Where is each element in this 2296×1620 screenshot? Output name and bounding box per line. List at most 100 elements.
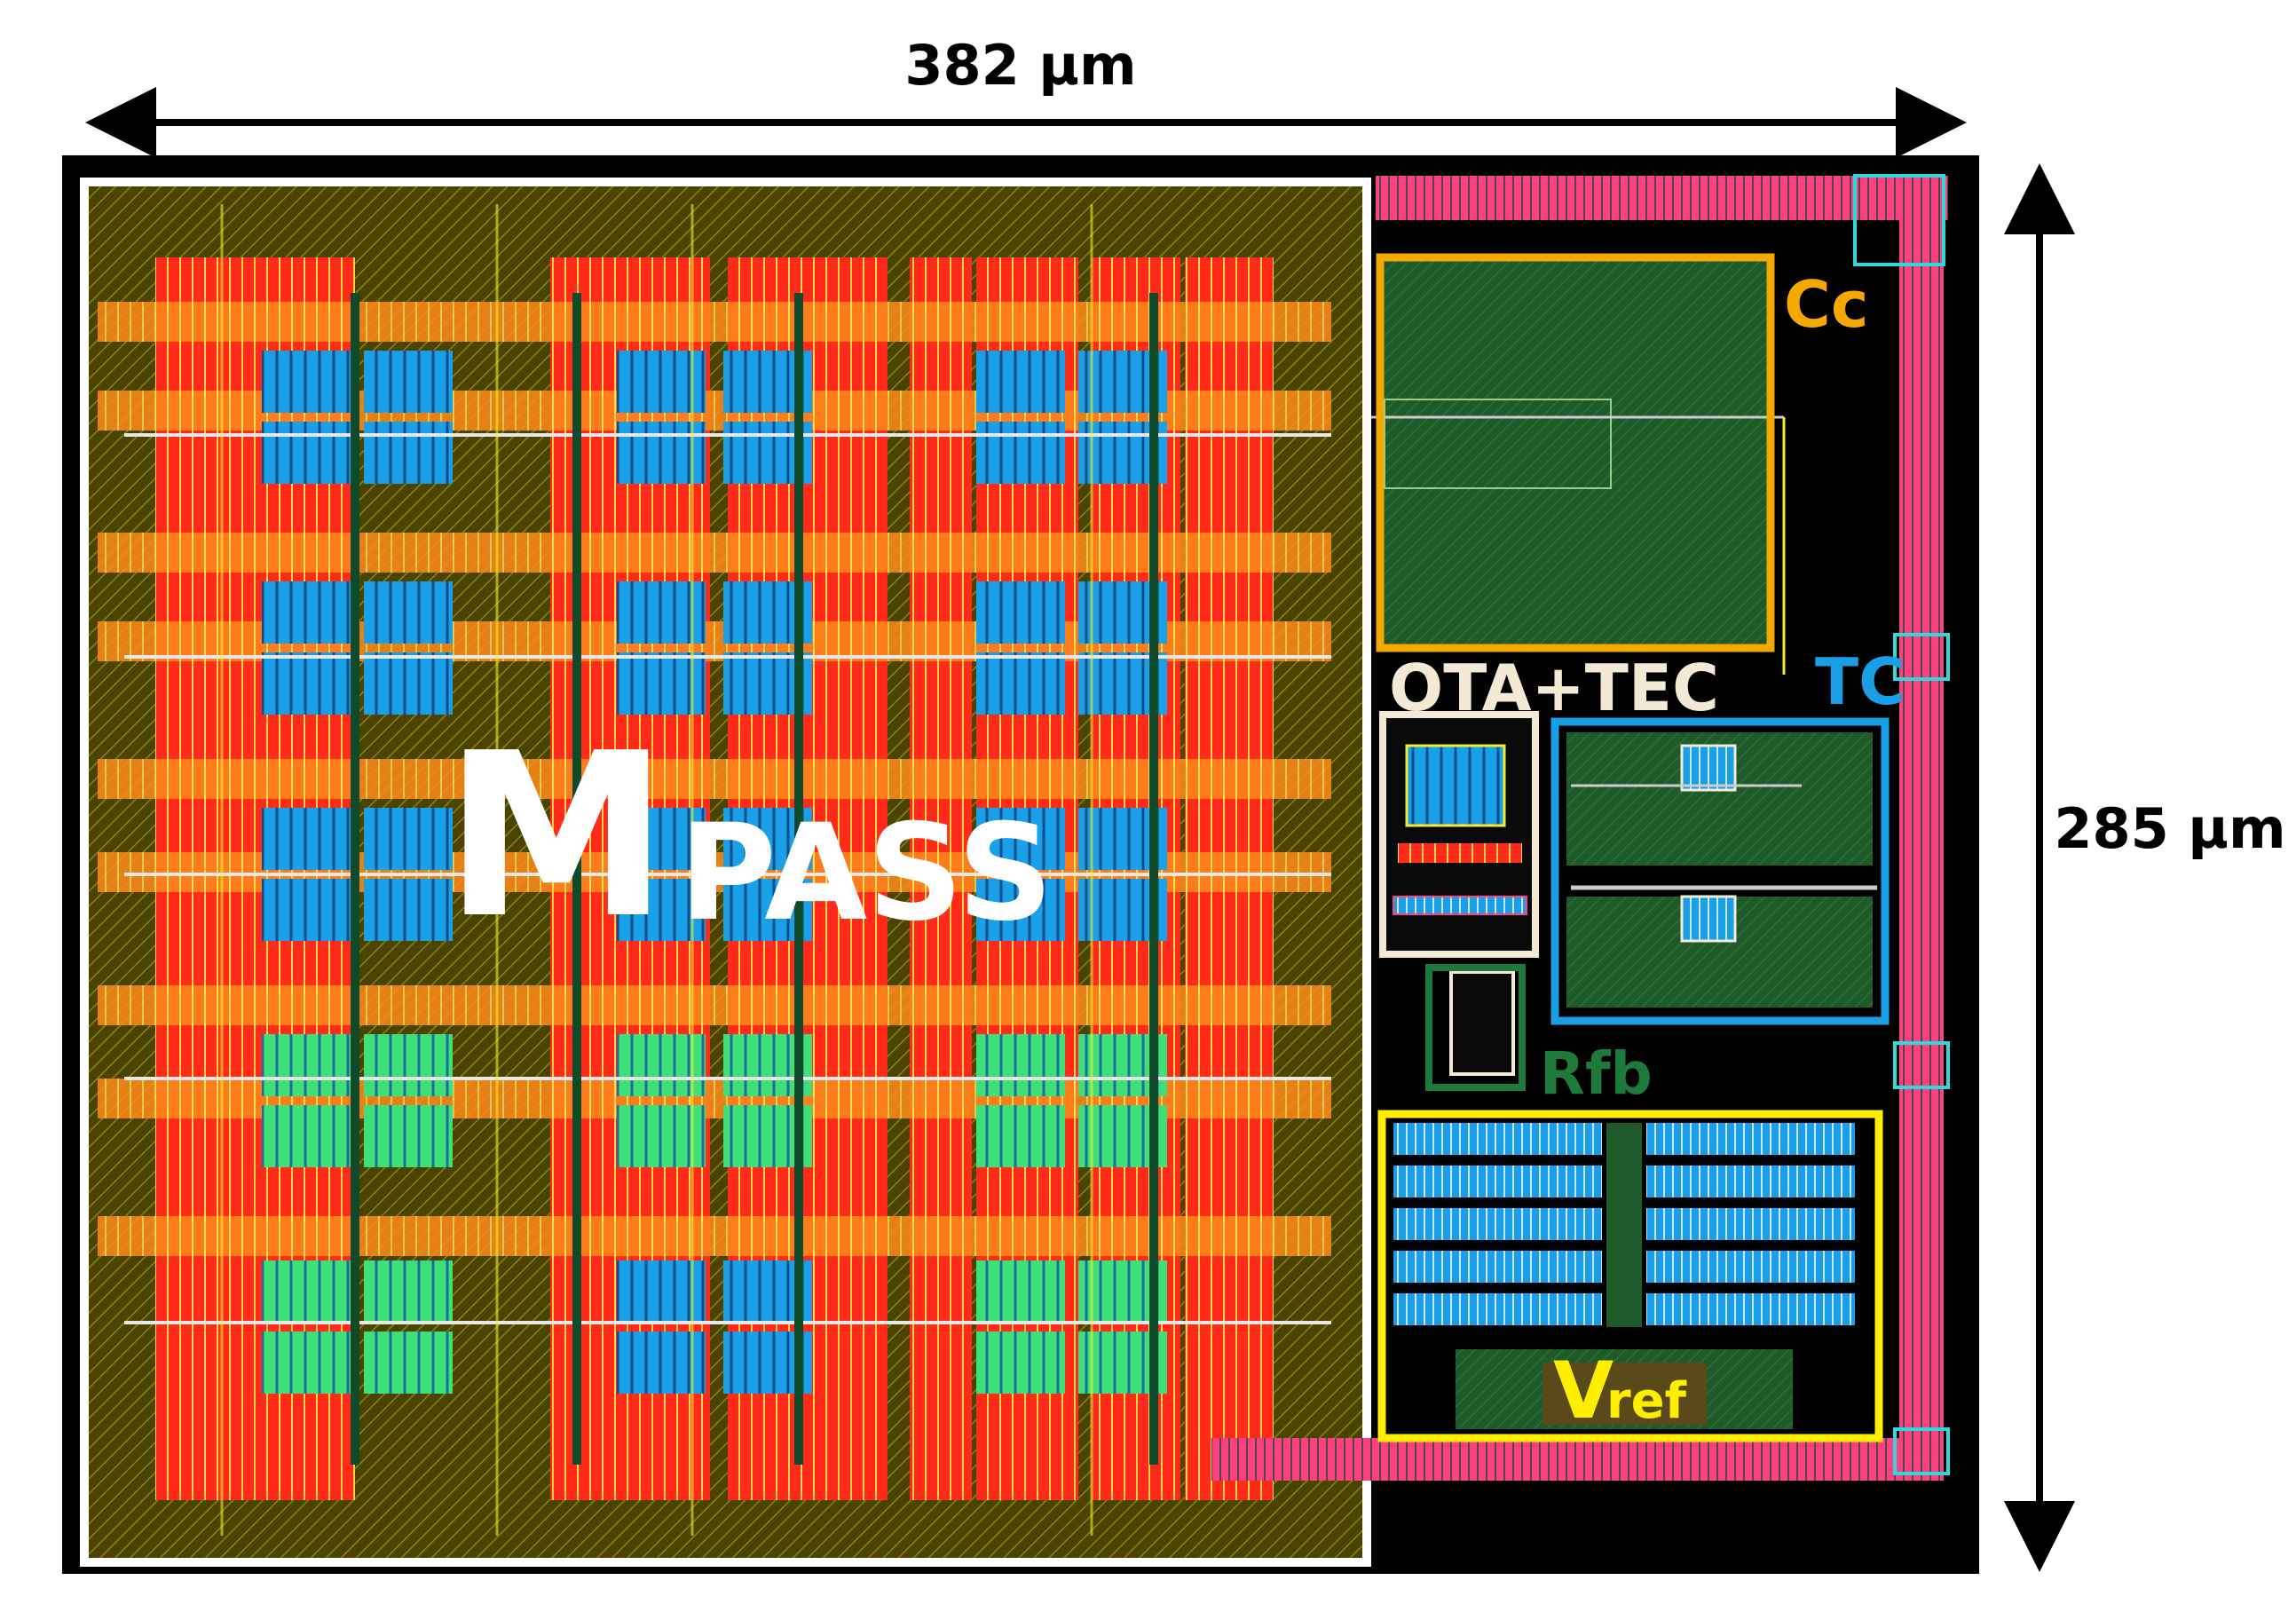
guard-ring-corner: [1853, 174, 1945, 266]
mpass-finger-block: [617, 422, 706, 484]
mpass-finger-block: [976, 351, 1065, 413]
tc-label: TC: [1815, 644, 1905, 719]
vref-label-main: V: [1553, 1345, 1614, 1436]
mpass-metal-band: [98, 533, 1331, 573]
mpass-finger-block: [976, 422, 1065, 484]
ota-tec-device: [1405, 744, 1506, 827]
vref-resistor-row: [1646, 1293, 1855, 1325]
mpass-finger-block: [976, 1260, 1065, 1323]
mpass-finger-block: [262, 422, 351, 484]
mpass-metal-band: [98, 759, 1331, 799]
mpass-finger-block: [364, 652, 453, 715]
mpass-finger-block: [617, 351, 706, 413]
guard-ring-tap: [1893, 1041, 1950, 1089]
cc-outline: [1376, 253, 1775, 652]
mpass-finger-block: [976, 1105, 1065, 1167]
mpass-outline: [80, 178, 1371, 1567]
height-dimension: 285 µm: [2004, 163, 2286, 1572]
mpass-finger-block: [364, 351, 453, 413]
vref-core: [1543, 1363, 1707, 1425]
cc-capacitor: [1380, 257, 1771, 648]
mpass-finger-block: [262, 1260, 351, 1323]
ota-tec-device: [1398, 843, 1522, 863]
vref-resistor-row: [1393, 1208, 1602, 1240]
mpass-finger-block: [364, 1332, 453, 1394]
ota-tec-device: [1393, 896, 1527, 915]
mpass-finger-block: [976, 1034, 1065, 1096]
mpass-finger-block: [262, 1105, 351, 1167]
mpass-finger-block: [617, 1034, 706, 1096]
height-label: 285 µm: [2054, 796, 2285, 861]
vref-resistor-row: [1646, 1123, 1855, 1155]
mpass-finger-block: [976, 581, 1065, 644]
rfb-resistor: [1449, 970, 1515, 1076]
ota-tec-outline: [1379, 711, 1539, 958]
rfb-label: Rfb: [1540, 1039, 1653, 1108]
guard-ring-tap: [1893, 633, 1950, 681]
mpass-label-main: M: [444, 705, 669, 968]
mpass-finger-block: [976, 879, 1065, 941]
rfb-block: Rfb: [1425, 964, 1653, 1108]
tc-block: TC: [1550, 644, 1905, 1025]
mpass-finger-block: [976, 1332, 1065, 1394]
mpass-finger-block: [364, 422, 453, 484]
mpass-finger-block: [617, 1105, 706, 1167]
mpass-finger-block: [617, 581, 706, 644]
mpass-finger-block: [364, 879, 453, 941]
tc-device: [1680, 744, 1737, 792]
mpass-finger-block: [976, 652, 1065, 715]
width-label: 382 µm: [904, 33, 1136, 98]
ota-tec-label: OTA+TEC: [1389, 651, 1719, 725]
mpass-finger-block: [976, 808, 1065, 870]
mpass-finger-block: [617, 1332, 706, 1394]
vref-resistor-row: [1646, 1208, 1855, 1240]
tc-device: [1680, 895, 1737, 943]
rfb-outline: [1425, 964, 1526, 1091]
guard-ring-bottom: [1211, 1438, 1944, 1481]
mpass-finger-block: [617, 652, 706, 715]
cc-block: Cc: [1371, 253, 1869, 675]
vref-resistor-row: [1646, 1251, 1855, 1283]
mpass-metal-band: [98, 302, 1331, 342]
mpass-transistor-fingers: [262, 351, 1167, 1394]
mpass-finger-block: [262, 879, 351, 941]
mpass-finger-block: [617, 1260, 706, 1323]
mpass-finger-block: [364, 1034, 453, 1096]
mpass-finger-block: [364, 1260, 453, 1323]
mpass-block: M PASS: [80, 178, 1371, 1567]
mpass-finger-block: [262, 652, 351, 715]
ota-tec-block: OTA+TEC: [1379, 651, 1719, 958]
vref-resistor-row: [1646, 1166, 1855, 1197]
guard-ring-top: [1376, 176, 1948, 220]
mpass-finger-block: [262, 1332, 351, 1394]
vref-resistor-row: [1393, 1123, 1602, 1155]
mpass-finger-block: [617, 808, 706, 870]
mpass-finger-block: [262, 351, 351, 413]
mpass-finger-block: [262, 808, 351, 870]
cc-inner-plate: [1384, 399, 1612, 489]
width-dimension: 382 µm: [85, 33, 1967, 158]
mpass-finger-block: [364, 581, 453, 644]
vref-center-strap: [1606, 1123, 1642, 1327]
guard-ring-tap: [1893, 1427, 1950, 1475]
vref-block: V ref: [1377, 1110, 1883, 1442]
vref-resistor-row: [1393, 1293, 1602, 1325]
guard-ring: [1211, 174, 1950, 1481]
mpass-metal-band: [98, 1216, 1331, 1256]
mpass-finger-block: [364, 808, 453, 870]
vref-label-sub: ref: [1606, 1372, 1687, 1430]
mpass-finger-block: [364, 1105, 453, 1167]
mpass-label-sub: PASS: [679, 796, 1053, 951]
vref-resistor-rows: [1393, 1123, 1855, 1327]
mpass-metal-band: [98, 985, 1331, 1025]
cc-label: Cc: [1784, 267, 1869, 342]
guard-ring-right: [1899, 176, 1944, 1476]
mpass-finger-block: [262, 581, 351, 644]
vref-resistor-row: [1393, 1166, 1602, 1197]
vref-outline: [1377, 1110, 1883, 1442]
tc-outline: [1550, 717, 1890, 1025]
mpass-routing-wires: [124, 204, 1331, 1536]
mpass-finger-block: [617, 879, 706, 941]
mpass-finger-block: [262, 1034, 351, 1096]
